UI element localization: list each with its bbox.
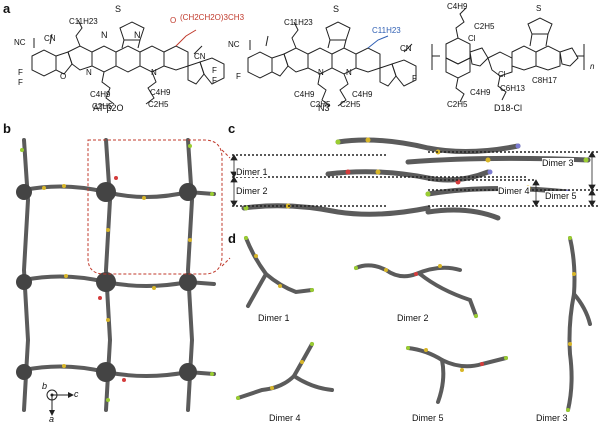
dimer-5-structure [406, 346, 508, 404]
dimer-3-caption: Dimer 3 [536, 413, 568, 423]
panel-letter-c: c [228, 121, 236, 136]
molecule-caption-d18-cl: D18-Cl [494, 103, 523, 113]
dimer-2-caption: Dimer 2 [397, 313, 429, 323]
axis-label-a: a [49, 414, 55, 424]
chem-label-n: N [151, 68, 157, 77]
chem-label-f: F [412, 74, 417, 83]
chem-label-c4h9: C4H9 [294, 90, 315, 99]
chem-label-c4h9: C4H9 [90, 90, 111, 99]
panel-letter-d: d [228, 231, 236, 246]
chem-label-c4h9: C4H9 [470, 88, 491, 97]
chem-label-cl: Cl [498, 70, 506, 79]
chem-label-n: N [101, 30, 108, 40]
structure-n3 [247, 21, 417, 107]
dimer-3-label-stack: Dimer 3 [542, 158, 574, 168]
chem-label-s: S [536, 4, 542, 13]
chem-label-cn: CN [194, 52, 206, 61]
polymer-subscript-n: n [590, 62, 595, 71]
chem-label-s: S [115, 4, 122, 14]
chem-label-cn: CN [400, 44, 412, 53]
chem-label-c2h5: C2H5 [148, 100, 169, 109]
chem-label-nc: NC [228, 40, 240, 49]
side-chain-c11h23-label: C11H23 [372, 26, 401, 35]
structure-d18-cl [431, 7, 585, 103]
chem-label-c11h23: C11H23 [69, 17, 98, 26]
dimer-2-structure [354, 263, 478, 318]
chem-label-s: S [333, 4, 340, 14]
chem-label-c11h23: C11H23 [284, 18, 313, 27]
chem-label-c2h5: C2H5 [447, 100, 468, 109]
crystal-packing-view [16, 138, 231, 416]
chem-label-n: N [346, 68, 352, 77]
dimer-4-label-stack: Dimer 4 [498, 186, 530, 196]
chem-label-c4h9: C4H9 [447, 2, 468, 11]
dimer-2-label-stack: Dimer 2 [236, 186, 268, 196]
dimer-5-label-stack: Dimer 5 [545, 191, 577, 201]
side-chain-peg-label: (CH2CH2O)3CH3 [180, 13, 245, 22]
chem-label-o: O [60, 72, 67, 81]
chem-label-c4h9: C4H9 [150, 88, 171, 97]
dimer-5-caption: Dimer 5 [412, 413, 444, 423]
chem-label-cl: Cl [468, 34, 476, 43]
chem-label-c2h5: C2H5 [474, 22, 495, 31]
chem-label-nc: NC [14, 38, 26, 47]
chem-label-c6h13: C6H13 [500, 84, 525, 93]
chem-label-f: F [212, 76, 217, 85]
axis-label-b: b [42, 381, 48, 391]
dimer-1-structure [244, 236, 314, 308]
molecule-caption-n3: N3 [318, 103, 330, 113]
chem-label-f: F [212, 66, 217, 75]
dimer-4-structure [236, 342, 334, 400]
chem-label-c4h9: C4H9 [352, 90, 373, 99]
structure-at-b2o [31, 19, 225, 105]
chem-label-c2h5: C2H5 [310, 100, 331, 109]
chem-label-f: F [18, 78, 23, 87]
molecule-caption-at-b2o: AT-β2O [93, 103, 124, 113]
chem-label-f: F [18, 68, 23, 77]
chem-label-n: N [86, 68, 92, 77]
dimer-1-label-stack: Dimer 1 [236, 167, 268, 177]
dimer-4-caption: Dimer 4 [269, 413, 301, 423]
chem-label-cn: CN [44, 34, 56, 43]
chem-label-c2h5: C2H5 [340, 100, 361, 109]
chem-label-f: F [236, 72, 241, 81]
dimer-1-caption: Dimer 1 [258, 313, 290, 323]
panel-letter-b: b [3, 121, 11, 136]
chem-label-n: N [318, 68, 324, 77]
chem-label-n: N [134, 30, 141, 40]
chem-label-c2h5: C2H5 [92, 102, 113, 111]
side-chain-o-label: O [170, 16, 177, 25]
dimer-3-structure [566, 236, 592, 412]
panel-letter-a: a [3, 1, 11, 16]
chem-label-c8h17: C8H17 [532, 76, 557, 85]
dimer-stack-view [230, 137, 598, 221]
axis-label-c: c [74, 389, 79, 399]
